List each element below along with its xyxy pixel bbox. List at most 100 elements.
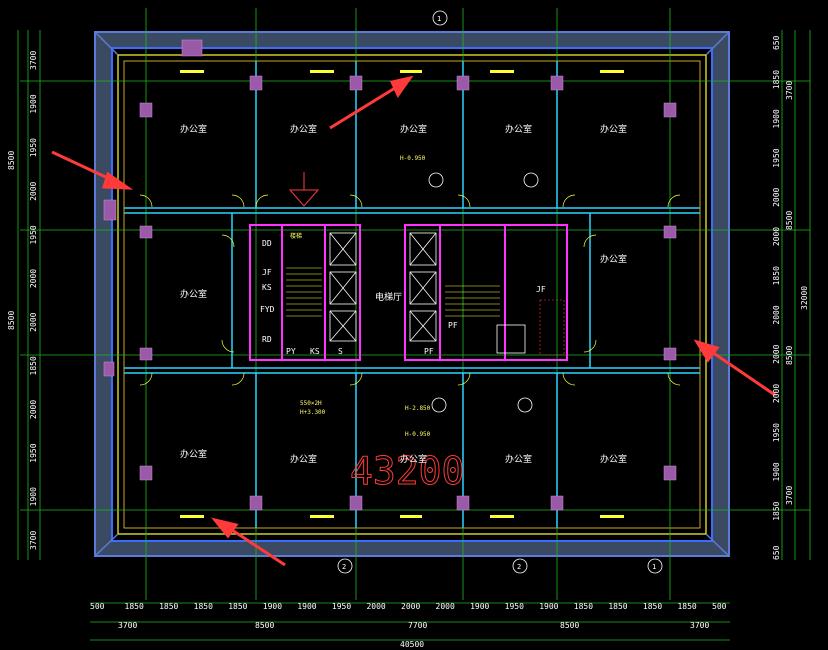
bottom-total-dimension: 40500 — [400, 640, 424, 649]
left-dimension: 1850 — [29, 356, 38, 375]
core-cell-label: KS — [262, 283, 272, 292]
right-dimension-group: 8500 — [785, 346, 794, 365]
left-dimension-group: 8500 — [7, 311, 16, 330]
bottom-dimension: 500 — [90, 602, 105, 611]
curtain-wall-line-2 — [123, 60, 701, 529]
building-length-label: 43200 — [350, 449, 464, 493]
beam-note-2: H+3.300 — [300, 409, 326, 416]
left-dimension: 2000 — [29, 181, 38, 200]
bottom-dimension: 1950 — [332, 602, 351, 611]
left-dimension: 3700 — [29, 531, 38, 550]
bottom-dimension: 1850 — [125, 602, 144, 611]
right-dimension: 650 — [772, 35, 781, 50]
room-label: 办公室 — [290, 453, 317, 465]
bottom-dimension: 1850 — [574, 602, 593, 611]
right-dimension: 1850 — [772, 266, 781, 285]
left-dimension: 1900 — [29, 487, 38, 506]
stair-hatch — [539, 299, 565, 356]
corner-diagonal — [94, 31, 119, 56]
room-label: 办公室 — [180, 123, 207, 135]
right-dimension: 1850 — [772, 501, 781, 520]
core-cell-label: KS — [310, 347, 320, 356]
bottom-dimension: 1900 — [297, 602, 316, 611]
core-cell-label: PF — [448, 321, 458, 330]
bottom-dimension: 1850 — [677, 602, 696, 611]
curtain-wall-line — [117, 54, 707, 535]
core-cell-label: JF — [536, 285, 546, 294]
bottom-dimension-group: 3700 — [118, 621, 137, 630]
left-dimension-lines — [17, 30, 41, 560]
beam-note-3: H-0.950 — [400, 155, 426, 162]
right-dimension: 2000 — [772, 227, 781, 246]
bottom-dimension: 2000 — [366, 602, 385, 611]
right-dimension: 2000 — [772, 305, 781, 324]
left-dimension: 1950 — [29, 225, 38, 244]
core-cell-label: JF — [262, 268, 272, 277]
left-dimension: 1900 — [29, 94, 38, 113]
beam-note-1: 550×2H — [300, 400, 322, 407]
core-cell-label: PF — [424, 347, 434, 356]
bottom-dimension-group: 8500 — [255, 621, 274, 630]
left-dimension: 2000 — [29, 400, 38, 419]
room-label: 办公室 — [600, 123, 627, 135]
bottom-dimension: 2000 — [401, 602, 420, 611]
left-dimension: 3700 — [29, 51, 38, 70]
right-dimension: 1850 — [772, 70, 781, 89]
axis-bubbles — [337, 10, 663, 574]
dimension-labels: 500 1850 1850 1850 1850 1900 1900 1950 2000 2000 2… — [7, 35, 809, 649]
right-dimension: 1900 — [772, 109, 781, 128]
room-label: 办公室 — [290, 123, 317, 135]
left-dimension: 2000 — [29, 269, 38, 288]
right-dimension: 1900 — [772, 462, 781, 481]
left-dimension: 1950 — [29, 138, 38, 157]
beam-note-4: H-0.950 — [405, 431, 431, 438]
right-dimension-group: 3700 — [785, 81, 794, 100]
corner-diagonal — [705, 533, 730, 557]
core-cell-label: PY — [286, 347, 296, 356]
right-dimension-lines — [781, 30, 811, 560]
axis-label-bottom-1: 2 — [342, 563, 346, 571]
right-dimension: 1950 — [772, 148, 781, 167]
room-label: 办公室 — [400, 453, 427, 465]
room-label: 办公室 — [180, 288, 207, 300]
columns — [103, 39, 677, 511]
stair-note: 楼梯 — [290, 232, 302, 240]
annotation-arrows — [51, 75, 776, 567]
elevator-lobby-label: 电梯厅 — [375, 291, 402, 303]
inner-floor — [111, 47, 713, 542]
beam-tags — [180, 70, 624, 518]
core-cell-label: S — [338, 347, 343, 356]
right-dimension: 2000 — [772, 344, 781, 363]
bottom-dimension: 1850 — [643, 602, 662, 611]
right-dimension-group: 8500 — [785, 211, 794, 230]
axis-label-bottom-2: 2 — [517, 563, 521, 571]
doors — [139, 194, 681, 386]
axis-label-bottom-3: 1 — [652, 563, 656, 571]
bottom-dimension: 2000 — [436, 602, 455, 611]
corner-diagonal — [705, 31, 730, 56]
bottom-dimension: 1850 — [159, 602, 178, 611]
room-label: 办公室 — [180, 448, 207, 460]
elevator-shafts — [329, 232, 526, 354]
right-total-dimension: 32000 — [800, 286, 809, 310]
bottom-dimension: 500 — [712, 602, 727, 611]
right-dimension: 2000 — [772, 187, 781, 206]
core-cell-label: FYD — [260, 305, 275, 314]
right-dimension: 2000 — [772, 384, 781, 403]
right-dimension-group: 3700 — [785, 486, 794, 505]
right-dimension: 1950 — [772, 423, 781, 442]
core-cell-label: RD — [262, 335, 272, 344]
bottom-dimension: 1950 — [505, 602, 524, 611]
right-dimension: 650 — [772, 545, 781, 560]
bottom-dimension-group: 7700 — [408, 621, 427, 630]
bottom-dimension: 1850 — [608, 602, 627, 611]
room-labels: 办公室办公室办公室办公室办公室办公室办公室办公室办公室办公室办公室办公室 — [180, 123, 627, 465]
bottom-dimension: 1900 — [539, 602, 558, 611]
room-label: 办公室 — [400, 123, 427, 135]
beam-note-5: H-2.850 — [405, 405, 431, 412]
bottom-dimension: 1900 — [470, 602, 489, 611]
bottom-dimension-group: 3700 — [690, 621, 709, 630]
axis-label-top: 1 — [437, 15, 441, 23]
stair-right — [445, 285, 500, 317]
